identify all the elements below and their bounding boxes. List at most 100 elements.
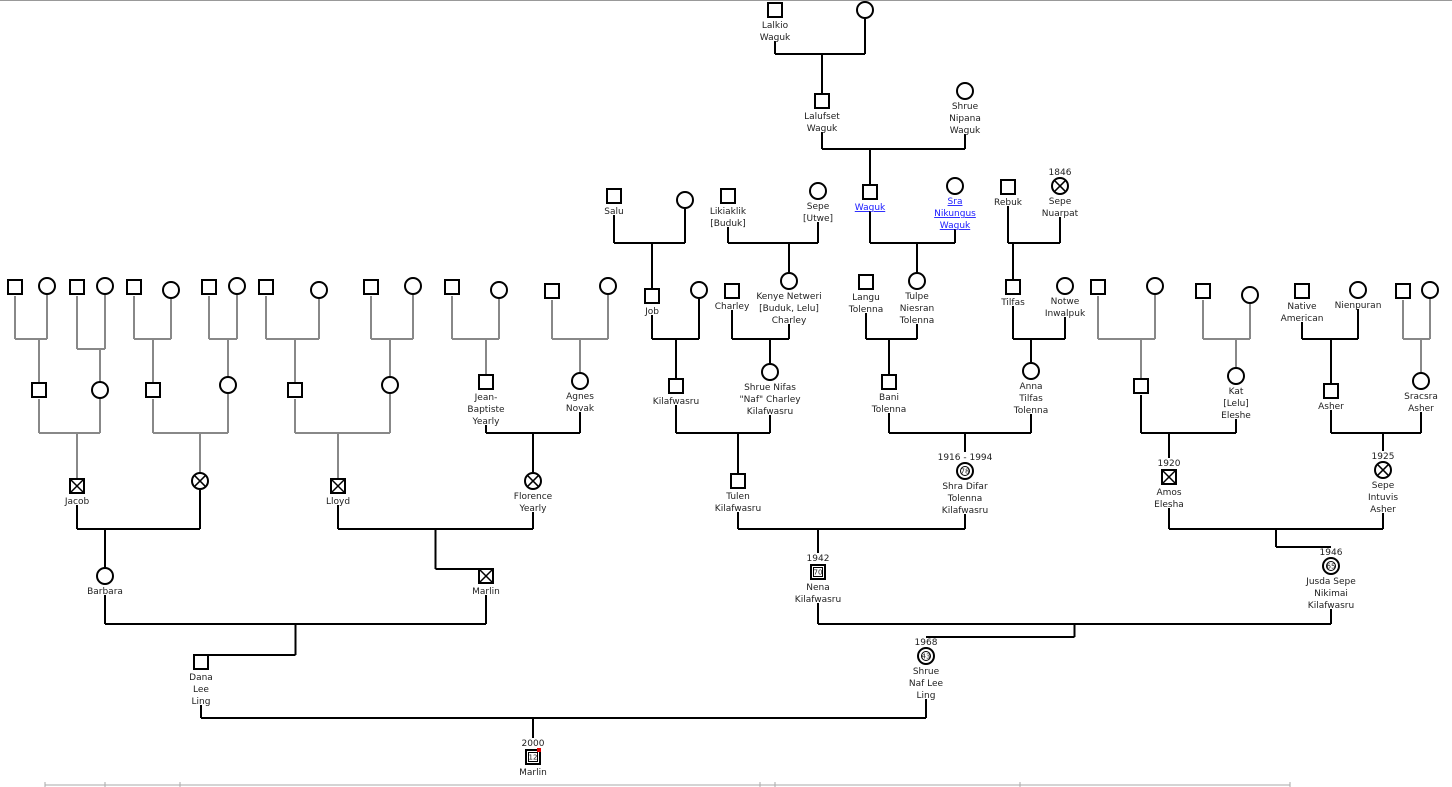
male-symbol[interactable] (444, 279, 460, 295)
female-symbol[interactable] (599, 277, 617, 295)
male-symbol[interactable] (1133, 378, 1149, 394)
person-jacob[interactable]: Jacob (64, 478, 90, 507)
female-symbol[interactable] (228, 277, 246, 295)
person-marlin-sr[interactable]: Marlin (472, 568, 500, 597)
male-symbol[interactable] (258, 279, 274, 295)
female-symbol[interactable] (1349, 281, 1367, 299)
male-symbol[interactable] (544, 283, 560, 299)
male-symbol[interactable] (644, 288, 660, 304)
female-symbol[interactable] (96, 277, 114, 295)
female-symbol[interactable] (1022, 362, 1040, 380)
person-tilfas[interactable]: Tilfas (1000, 279, 1025, 308)
male-symbol[interactable] (724, 283, 740, 299)
female-symbol[interactable] (856, 1, 874, 19)
female-symbol[interactable] (917, 647, 935, 665)
female-symbol[interactable] (310, 281, 328, 299)
person-salu[interactable]: Salu (604, 188, 624, 217)
male-symbol[interactable] (730, 473, 746, 489)
male-symbol[interactable] (668, 378, 684, 394)
person-waguk[interactable]: Waguk (855, 184, 886, 213)
person-g5[interactable] (287, 382, 303, 398)
female-symbol[interactable] (946, 177, 964, 195)
male-symbol[interactable] (858, 274, 874, 290)
person-lloyd[interactable]: Lloyd (326, 478, 350, 507)
person-p9[interactable] (258, 279, 274, 295)
person-job[interactable]: Job (644, 288, 660, 317)
person-p2[interactable] (38, 277, 56, 295)
person-p21[interactable] (1395, 283, 1411, 299)
male-symbol[interactable] (478, 374, 494, 390)
male-symbol[interactable] (1395, 283, 1411, 299)
female-symbol[interactable] (690, 281, 708, 299)
person-g6[interactable] (381, 376, 399, 394)
person-p13[interactable] (444, 279, 460, 295)
male-symbol[interactable] (525, 749, 541, 765)
female-symbol[interactable] (1322, 557, 1340, 575)
female-symbol[interactable] (761, 363, 779, 381)
person-p5[interactable] (126, 279, 142, 295)
person-likiaklik[interactable]: Likiaklik[Buduk] (710, 188, 747, 229)
female-symbol[interactable] (809, 182, 827, 200)
female-symbol[interactable] (38, 277, 56, 295)
person-asher[interactable]: Asher (1318, 383, 1344, 412)
person-p18[interactable] (1146, 277, 1164, 295)
female-symbol[interactable] (908, 272, 926, 290)
bottom-scrollbar[interactable] (44, 782, 1291, 787)
person-g1[interactable] (31, 382, 47, 398)
person-name-line[interactable]: Sra (948, 197, 963, 207)
male-symbol[interactable] (287, 382, 303, 398)
male-symbol[interactable] (126, 279, 142, 295)
person-p16[interactable] (599, 277, 617, 295)
female-symbol[interactable] (1421, 281, 1439, 299)
female-symbol[interactable] (780, 272, 798, 290)
person-p19[interactable] (1195, 283, 1211, 299)
male-symbol[interactable] (7, 279, 23, 295)
male-symbol[interactable] (814, 93, 830, 109)
female-symbol[interactable] (96, 567, 114, 585)
person-charley[interactable]: Charley (715, 283, 750, 312)
male-symbol[interactable] (193, 654, 209, 670)
person-sepe-utwe[interactable]: Sepe[Utwe] (803, 182, 833, 224)
person-name-line[interactable]: Nikungus (934, 209, 976, 219)
person-name-line[interactable]: Waguk (855, 203, 886, 213)
female-symbol[interactable] (956, 462, 974, 480)
male-symbol[interactable] (720, 188, 736, 204)
person-g7[interactable] (1133, 378, 1149, 394)
person-nienpuran[interactable]: Nienpuran (1335, 281, 1382, 311)
person-p12[interactable] (404, 277, 422, 295)
male-symbol[interactable] (201, 279, 217, 295)
male-symbol[interactable] (1000, 179, 1016, 195)
male-symbol[interactable] (1090, 279, 1106, 295)
female-symbol[interactable] (1227, 367, 1245, 385)
female-symbol[interactable] (1241, 286, 1259, 304)
female-symbol[interactable] (1412, 372, 1430, 390)
person-name-line[interactable]: Waguk (940, 221, 971, 231)
person-p15[interactable] (544, 283, 560, 299)
person-kat[interactable]: Kat[Lelu]Eleshe (1221, 367, 1251, 421)
person-p3[interactable] (69, 279, 85, 295)
male-symbol[interactable] (1323, 383, 1339, 399)
male-symbol[interactable] (1195, 283, 1211, 299)
female-symbol[interactable] (571, 372, 589, 390)
male-symbol[interactable] (145, 382, 161, 398)
female-symbol[interactable] (1146, 277, 1164, 295)
female-symbol[interactable] (1056, 277, 1074, 295)
person-p10[interactable] (310, 281, 328, 299)
male-symbol[interactable] (31, 382, 47, 398)
male-symbol[interactable] (363, 279, 379, 295)
male-symbol[interactable] (810, 564, 826, 580)
female-symbol[interactable] (219, 376, 237, 394)
female-symbol[interactable] (162, 281, 180, 299)
